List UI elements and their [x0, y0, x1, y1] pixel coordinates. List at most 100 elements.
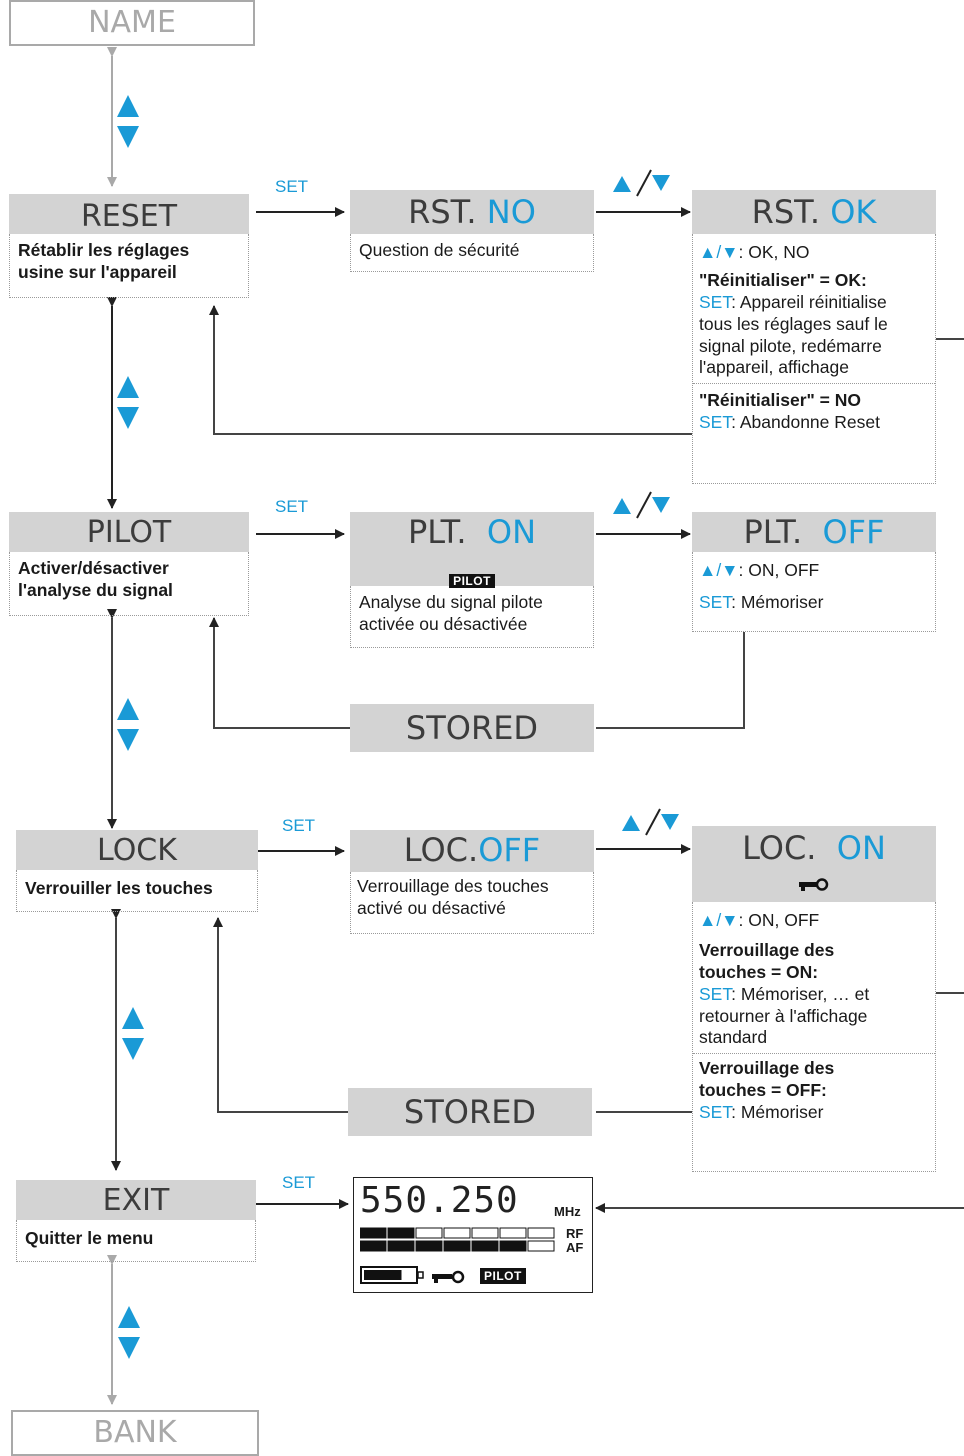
up-slash-down-icon	[613, 169, 679, 836]
level-segment	[387, 1240, 415, 1252]
no-text: : Abandonne Reset	[731, 412, 880, 433]
set-label: SET	[282, 1173, 316, 1192]
stored-pilot: STORED	[350, 704, 594, 752]
up-down-icon: ▲/▼	[699, 242, 739, 262]
standard-display: 550.250 MHz RF AF PILOT	[353, 1177, 593, 1293]
rst-ok-description: ▲/▼: OK, NO "Réinitialiser" = OK: SET: A…	[692, 234, 936, 484]
plt-prefix: PLT.	[407, 513, 467, 551]
menu-item-name[interactable]: NAME	[9, 0, 255, 46]
plt-off-header[interactable]: PLT. OFF	[692, 512, 936, 552]
off-heading: Verrouillage des	[699, 1058, 835, 1079]
af-label: AF	[566, 1240, 584, 1255]
level-segment	[499, 1240, 527, 1252]
level-bars	[360, 1227, 555, 1252]
on-text: : Mémoriser, … et	[731, 983, 870, 1004]
menu-item-pilot[interactable]: PILOT	[9, 512, 249, 552]
level-segment	[471, 1227, 499, 1239]
set-word: SET	[699, 983, 732, 1004]
pilot-badge: PILOT	[449, 574, 495, 588]
loc-desc-line1: Verrouillage des touches	[357, 876, 549, 896]
plt-on-header[interactable]: PLT. ON PILOT	[350, 512, 594, 588]
exit-description: Quitter le menu	[16, 1220, 256, 1262]
menu-item-reset[interactable]: RESET	[9, 194, 249, 234]
rst-value: OK	[830, 193, 877, 231]
af-bar	[360, 1240, 555, 1252]
level-segment	[360, 1227, 387, 1239]
set-label: SET	[275, 497, 309, 516]
menu-item-lock[interactable]: LOCK	[16, 830, 258, 870]
plt-value: ON	[486, 513, 537, 551]
level-segment	[443, 1227, 471, 1239]
pilot-desc-line2: l'analyse du signal	[18, 579, 173, 600]
set-word: SET	[699, 1102, 732, 1122]
plt-desc-line1: Analyse du signal pilote	[359, 592, 543, 612]
set-label: SET	[282, 816, 316, 835]
loc-off-block: Verrouillage des touches = OFF: SET: Mém…	[693, 1053, 935, 1128]
rst-prefix: RST.	[408, 193, 477, 231]
pilot-badge: PILOT	[480, 1268, 526, 1284]
loc-prefix: LOC.	[403, 831, 479, 869]
rst-value: NO	[486, 193, 536, 231]
loc-prefix: LOC.	[742, 829, 817, 867]
level-segment	[443, 1240, 471, 1252]
loc-on-block: Verrouillage des touches = ON: SET: Mémo…	[693, 932, 935, 1053]
plt-off-description: ▲/▼: ON, OFF SET: Mémoriser	[692, 552, 936, 632]
loc-on-header[interactable]: LOC. ON	[692, 826, 936, 902]
set-word: SET	[699, 591, 732, 612]
level-segment	[527, 1240, 555, 1252]
level-segment	[415, 1227, 443, 1239]
plt-desc-line2: activée ou désactivée	[359, 613, 528, 634]
on-heading: Verrouillage des	[699, 939, 835, 960]
loc-on-description: ▲/▼: ON, OFF Verrouillage des touches = …	[692, 902, 936, 1172]
pilot-desc-line1: Activer/désactiver	[18, 558, 169, 578]
ok-text: signal pilote, redémarre	[699, 335, 882, 356]
rst-no-description: Question de sécurité	[350, 234, 594, 272]
set-text: : Mémoriser	[731, 591, 824, 612]
keys-text: : OK, NO	[738, 242, 810, 262]
level-segment	[415, 1240, 443, 1252]
key-icon	[432, 1270, 465, 1284]
menu-item-bank[interactable]: BANK	[11, 1410, 259, 1456]
level-segment	[527, 1227, 555, 1239]
rst-ok-header[interactable]: RST. OK	[692, 190, 936, 234]
battery-icon	[360, 1266, 424, 1284]
reset-desc-line2: usine sur l'appareil	[18, 261, 177, 282]
on-text: retourner à l'affichage	[699, 1005, 868, 1026]
ok-text: l'appareil, affichage	[699, 357, 849, 378]
ok-text: tous les réglages sauf le	[699, 313, 888, 334]
rst-no-block: "Réinitialiser" = NO SET: Abandonne Rese…	[693, 383, 935, 440]
no-heading: "Réinitialiser" = NO	[699, 390, 861, 411]
set-word: SET	[699, 291, 732, 312]
loc-value: OFF	[478, 831, 541, 869]
lock-description: Verrouiller les touches	[16, 870, 258, 912]
loc-off-header[interactable]: LOC.OFF	[350, 830, 594, 872]
menu-item-exit[interactable]: EXIT	[16, 1180, 256, 1220]
rst-ok-block: "Réinitialiser" = OK: SET: Appareil réin…	[693, 264, 935, 383]
rst-no-header[interactable]: RST. NO	[350, 190, 594, 234]
keys-text: : ON, OFF	[738, 910, 820, 930]
plt-on-description: Analyse du signal pilote activée ou désa…	[350, 586, 594, 648]
off-text: : Mémoriser	[731, 1102, 824, 1122]
pilot-description: Activer/désactiver l'analyse du signal	[9, 552, 249, 616]
loc-value: ON	[836, 829, 886, 867]
plt-value: OFF	[822, 513, 885, 551]
mhz-label: MHz	[554, 1204, 581, 1219]
plt-prefix: PLT.	[743, 513, 803, 551]
level-segment	[471, 1240, 499, 1252]
frequency-readout: 550.250	[360, 1180, 519, 1221]
on-heading: touches = ON:	[699, 961, 819, 982]
stored-lock: STORED	[348, 1088, 592, 1136]
level-segment	[499, 1227, 527, 1239]
ok-text: : Appareil réinitialise	[731, 291, 887, 312]
on-text: standard	[699, 1027, 768, 1048]
keys-text: : ON, OFF	[738, 560, 820, 580]
up-down-icon: ▲/▼	[699, 910, 739, 930]
key-icon	[799, 878, 829, 891]
rf-bar	[360, 1227, 555, 1239]
reset-description: Rétablir les réglages usine sur l'appare…	[9, 234, 249, 298]
loc-off-description: Verrouillage des touches activé ou désac…	[350, 872, 594, 934]
ok-heading: "Réinitialiser" = OK:	[699, 269, 867, 290]
up-down-icon: ▲/▼	[699, 560, 739, 580]
nav-triangles	[117, 95, 144, 1359]
rst-prefix: RST.	[751, 193, 821, 231]
